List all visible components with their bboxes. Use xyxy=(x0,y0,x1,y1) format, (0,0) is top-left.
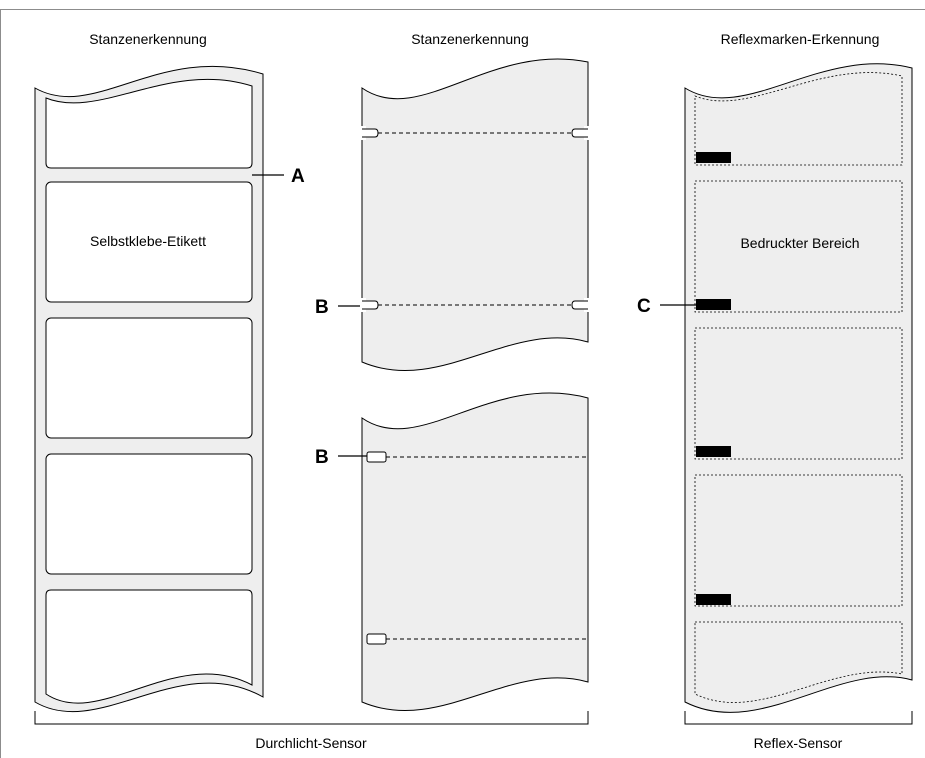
reflex-sensor-label: Reflex-Sensor xyxy=(754,735,843,751)
label-3 xyxy=(45,317,253,439)
reflex-mark-1 xyxy=(696,152,731,163)
reflex-mark-2 xyxy=(696,299,731,310)
printed-area-2 xyxy=(694,327,903,460)
left-panel: Stanzenerkennung Selbstklebe-Etikett A xyxy=(34,31,305,713)
callout-c: C xyxy=(637,296,651,317)
middle-lower-strip xyxy=(361,392,589,712)
label-selbstklebe xyxy=(45,181,253,303)
callout-a: A xyxy=(291,166,305,187)
through-beam-sensor-label: Durchlicht-Sensor xyxy=(255,735,367,751)
notch-left-2 xyxy=(362,300,379,310)
printed-area-3 xyxy=(694,474,903,607)
top-partial-label xyxy=(45,78,253,169)
right-panel-title: Reflexmarken-Erkennung xyxy=(721,31,880,47)
printed-area-0 xyxy=(694,72,903,166)
through-beam-bracket xyxy=(34,711,589,725)
printed-area-1 xyxy=(694,180,903,313)
left-panel-title: Stanzenerkennung xyxy=(89,31,207,47)
middle-lower-panel: B xyxy=(315,392,589,712)
outer-frame xyxy=(0,9,925,758)
notch-left-1 xyxy=(362,128,379,138)
right-panel: Reflexmarken-Erkennung Bedruckter Bereic… xyxy=(637,31,913,713)
notch-right-2 xyxy=(571,300,588,310)
notch-right-1 xyxy=(571,128,588,138)
callout-b2: B xyxy=(315,447,329,468)
printed-area-4 xyxy=(694,621,903,703)
middle-upper-panel: Stanzenerkennung B xyxy=(315,31,592,372)
sensor-brackets: Durchlicht-Sensor Reflex-Sensor xyxy=(34,711,913,751)
middle-panel-title: Stanzenerkennung xyxy=(411,31,529,47)
bottom-partial-label xyxy=(45,589,253,704)
printed-area-label: Bedruckter Bereich xyxy=(740,235,859,251)
right-strip xyxy=(684,63,913,713)
reflex-mark-3 xyxy=(696,446,731,457)
reflex-bracket xyxy=(684,711,913,725)
label-text-selbstklebe: Selbstklebe-Etikett xyxy=(90,233,206,249)
reflex-mark-4 xyxy=(696,594,731,605)
callout-b1: B xyxy=(315,297,329,318)
slot-hole-1 xyxy=(366,451,387,463)
label-4 xyxy=(45,453,253,575)
slot-hole-2 xyxy=(366,633,387,645)
middle-upper-strip xyxy=(361,58,589,372)
